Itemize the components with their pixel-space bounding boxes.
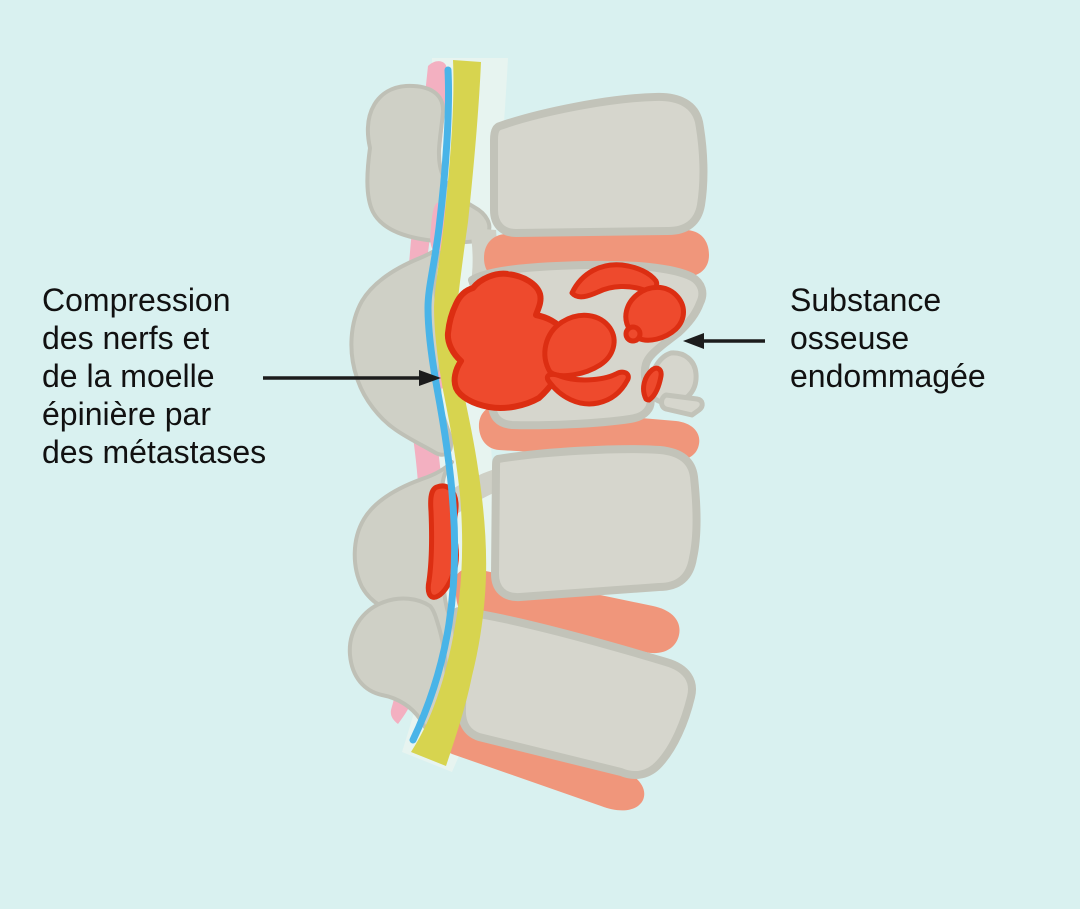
label-substance-osseuse: Substance osseuse endommagée [790,282,986,394]
label-line: des nerfs et [42,320,209,356]
metastasis-sliver-right [641,365,664,403]
left-annotation-arrow [263,370,441,386]
label-line: de la moelle [42,358,215,394]
metastasis-masses [444,262,686,411]
right-annotation-arrow [683,333,765,349]
metastasis-dot [623,324,643,344]
label-line: des métastases [42,434,266,470]
label-line: Substance [790,282,941,318]
left-arrow-head-icon [419,370,441,386]
label-compression: Compression des nerfs et de la moelle ép… [42,282,266,470]
label-line: Compression [42,282,231,318]
label-line: épinière par [42,396,211,432]
vertebral-body-1 [490,92,708,237]
right-arrow-head-icon [683,333,704,349]
vertebral-body-3 [491,445,701,602]
metastasis-smile-bottom [544,369,631,407]
bone-fragment-2 [659,392,705,418]
metastasis-main-mass [444,270,571,411]
dura-csf-line [409,66,459,744]
spinal-cord-band [411,60,487,766]
label-line: endommagée [790,358,986,394]
metastasis-kidney-middle [542,312,617,379]
label-line: osseuse [790,320,909,356]
spine-illustration: Compression des nerfs et de la moelle ép… [42,58,986,811]
